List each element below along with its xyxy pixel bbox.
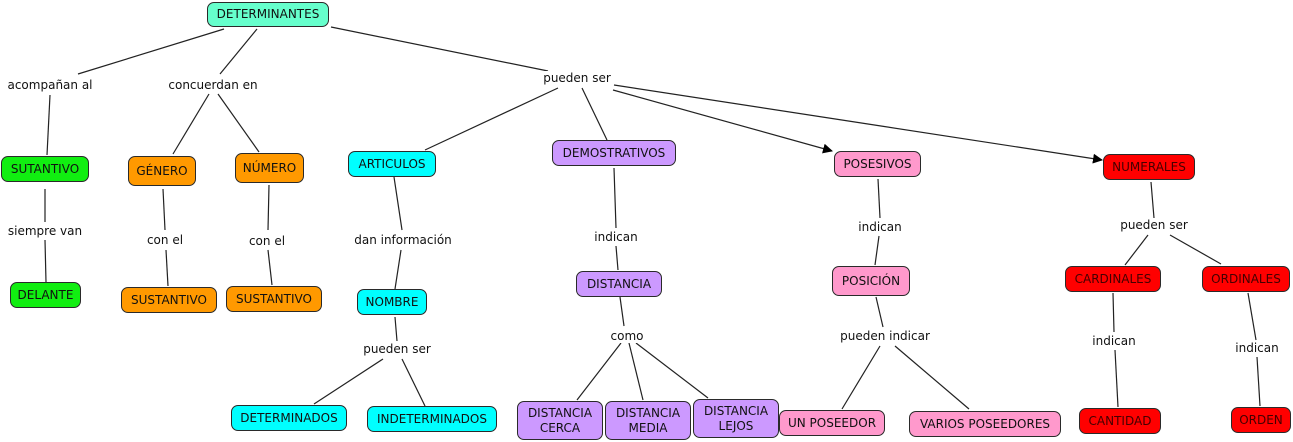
line-como-lejos (635, 342, 709, 399)
link-label-indican-ord: indican (1234, 341, 1280, 355)
node-ordinales[interactable]: ORDINALES (1202, 266, 1290, 292)
link-label-pueden-indicar: pueden indicar (839, 329, 931, 343)
link-label-dan-informacion: dan información (353, 233, 453, 247)
line-indican-cantidad (1114, 349, 1119, 408)
node-sustantivo-1[interactable]: SUSTANTIVO (121, 287, 217, 313)
line-pueden-cardinales (1124, 234, 1149, 266)
line-indican-orden (1256, 356, 1261, 407)
node-sustantivo-2[interactable]: SUSTANTIVO (226, 286, 322, 312)
line-siempre-delante (44, 239, 47, 283)
line-pueden-demostrativos (581, 87, 608, 141)
node-distancia-lejos[interactable]: DISTANCIA LEJOS (693, 399, 779, 438)
line-pueden-articulos (424, 87, 559, 151)
line-acompanan-sutantivo (46, 94, 51, 156)
line-pueden-ordinales (1169, 234, 1222, 265)
line-cardinales-indican (1112, 292, 1115, 333)
node-distancia-media[interactable]: DISTANCIA MEDIA (605, 401, 691, 440)
link-label-acompanan-al: acompañan al (6, 78, 94, 92)
link-label-indican-demo: indican (593, 230, 639, 244)
link-label-concuerdan-en: concuerdan en (167, 78, 259, 92)
link-label-pueden-ser-num: pueden ser (1119, 218, 1189, 232)
node-articulos[interactable]: ARTICULOS (348, 151, 436, 177)
line-root-concuerdan (219, 28, 258, 75)
node-distancia-cerca[interactable]: DISTANCIA CERCA (517, 401, 603, 440)
line-nombre-pueden (394, 316, 398, 342)
node-varios-poseedores[interactable]: VARIOS POSEEDORES (909, 411, 1061, 437)
node-un-poseedor[interactable]: UN POSEEDOR (779, 410, 885, 436)
link-label-como: como (609, 329, 645, 343)
node-indeterminados[interactable]: INDETERMINADOS (367, 406, 497, 432)
node-cardinales[interactable]: CARDINALES (1065, 266, 1161, 292)
line-concuerdan-numero (217, 93, 260, 153)
line-distancia-como (619, 296, 625, 327)
link-label-indican-card: indican (1091, 334, 1137, 348)
line-indican-distancia (615, 245, 619, 271)
line-pueden-determinados (313, 358, 384, 405)
line-pueden-varios (894, 345, 970, 410)
line-pueden-unposeedor (841, 345, 881, 410)
node-delante[interactable]: DELANTE (10, 282, 81, 308)
link-label-pueden-ser-nombre: pueden ser (362, 342, 432, 356)
node-posesivos[interactable]: POSESIVOS (834, 151, 921, 177)
line-conel-sust2 (267, 249, 273, 286)
line-pueden-numerales (613, 84, 1103, 164)
line-posesivos-indican (877, 178, 881, 219)
line-numerales-pueden (1150, 181, 1155, 219)
node-nombre[interactable]: NOMBRE (357, 289, 427, 315)
node-genero[interactable]: GÉNERO (128, 156, 196, 186)
link-label-indican-pos: indican (857, 220, 903, 234)
line-articulos-dan (393, 176, 403, 231)
link-label-pueden-ser-main: pueden ser (542, 71, 612, 85)
line-concuerdan-genero (172, 93, 210, 155)
link-label-con-el-1: con el (145, 233, 185, 247)
line-pueden-posesivos (612, 89, 833, 154)
line-dan-nombre (394, 249, 402, 290)
line-ordinales-indican (1247, 292, 1257, 341)
node-numerales[interactable]: NUMERALES (1103, 154, 1195, 180)
node-posicion[interactable]: POSICIÓN (832, 266, 910, 296)
line-root-acompanan (77, 28, 225, 75)
link-label-siempre-van: siempre van (6, 224, 84, 238)
node-determinantes[interactable]: DETERMINANTES (207, 2, 329, 27)
line-posicion-pueden (875, 296, 884, 328)
node-numero[interactable]: NÚMERO (235, 153, 304, 183)
node-demostrativos[interactable]: DEMOSTRATIVOS (552, 140, 676, 166)
node-determinados[interactable]: DETERMINADOS (231, 405, 347, 431)
line-numero-conel (267, 184, 270, 231)
line-pueden-indeterminados (401, 358, 426, 407)
line-conel-sust1 (165, 249, 169, 287)
link-label-con-el-2: con el (247, 234, 287, 248)
line-demostrativos-indican (613, 167, 617, 229)
node-sutantivo[interactable]: SUTANTIVO (1, 156, 89, 182)
line-root-pueden (330, 26, 549, 72)
line-como-cerca (576, 342, 622, 401)
node-distancia[interactable]: DISTANCIA (576, 271, 662, 297)
line-genero-conel (162, 188, 166, 231)
line-indican-posicion (874, 235, 880, 266)
node-cantidad[interactable]: CANTIDAD (1079, 408, 1161, 434)
node-orden[interactable]: ORDEN (1231, 407, 1291, 433)
line-como-media (628, 342, 644, 401)
